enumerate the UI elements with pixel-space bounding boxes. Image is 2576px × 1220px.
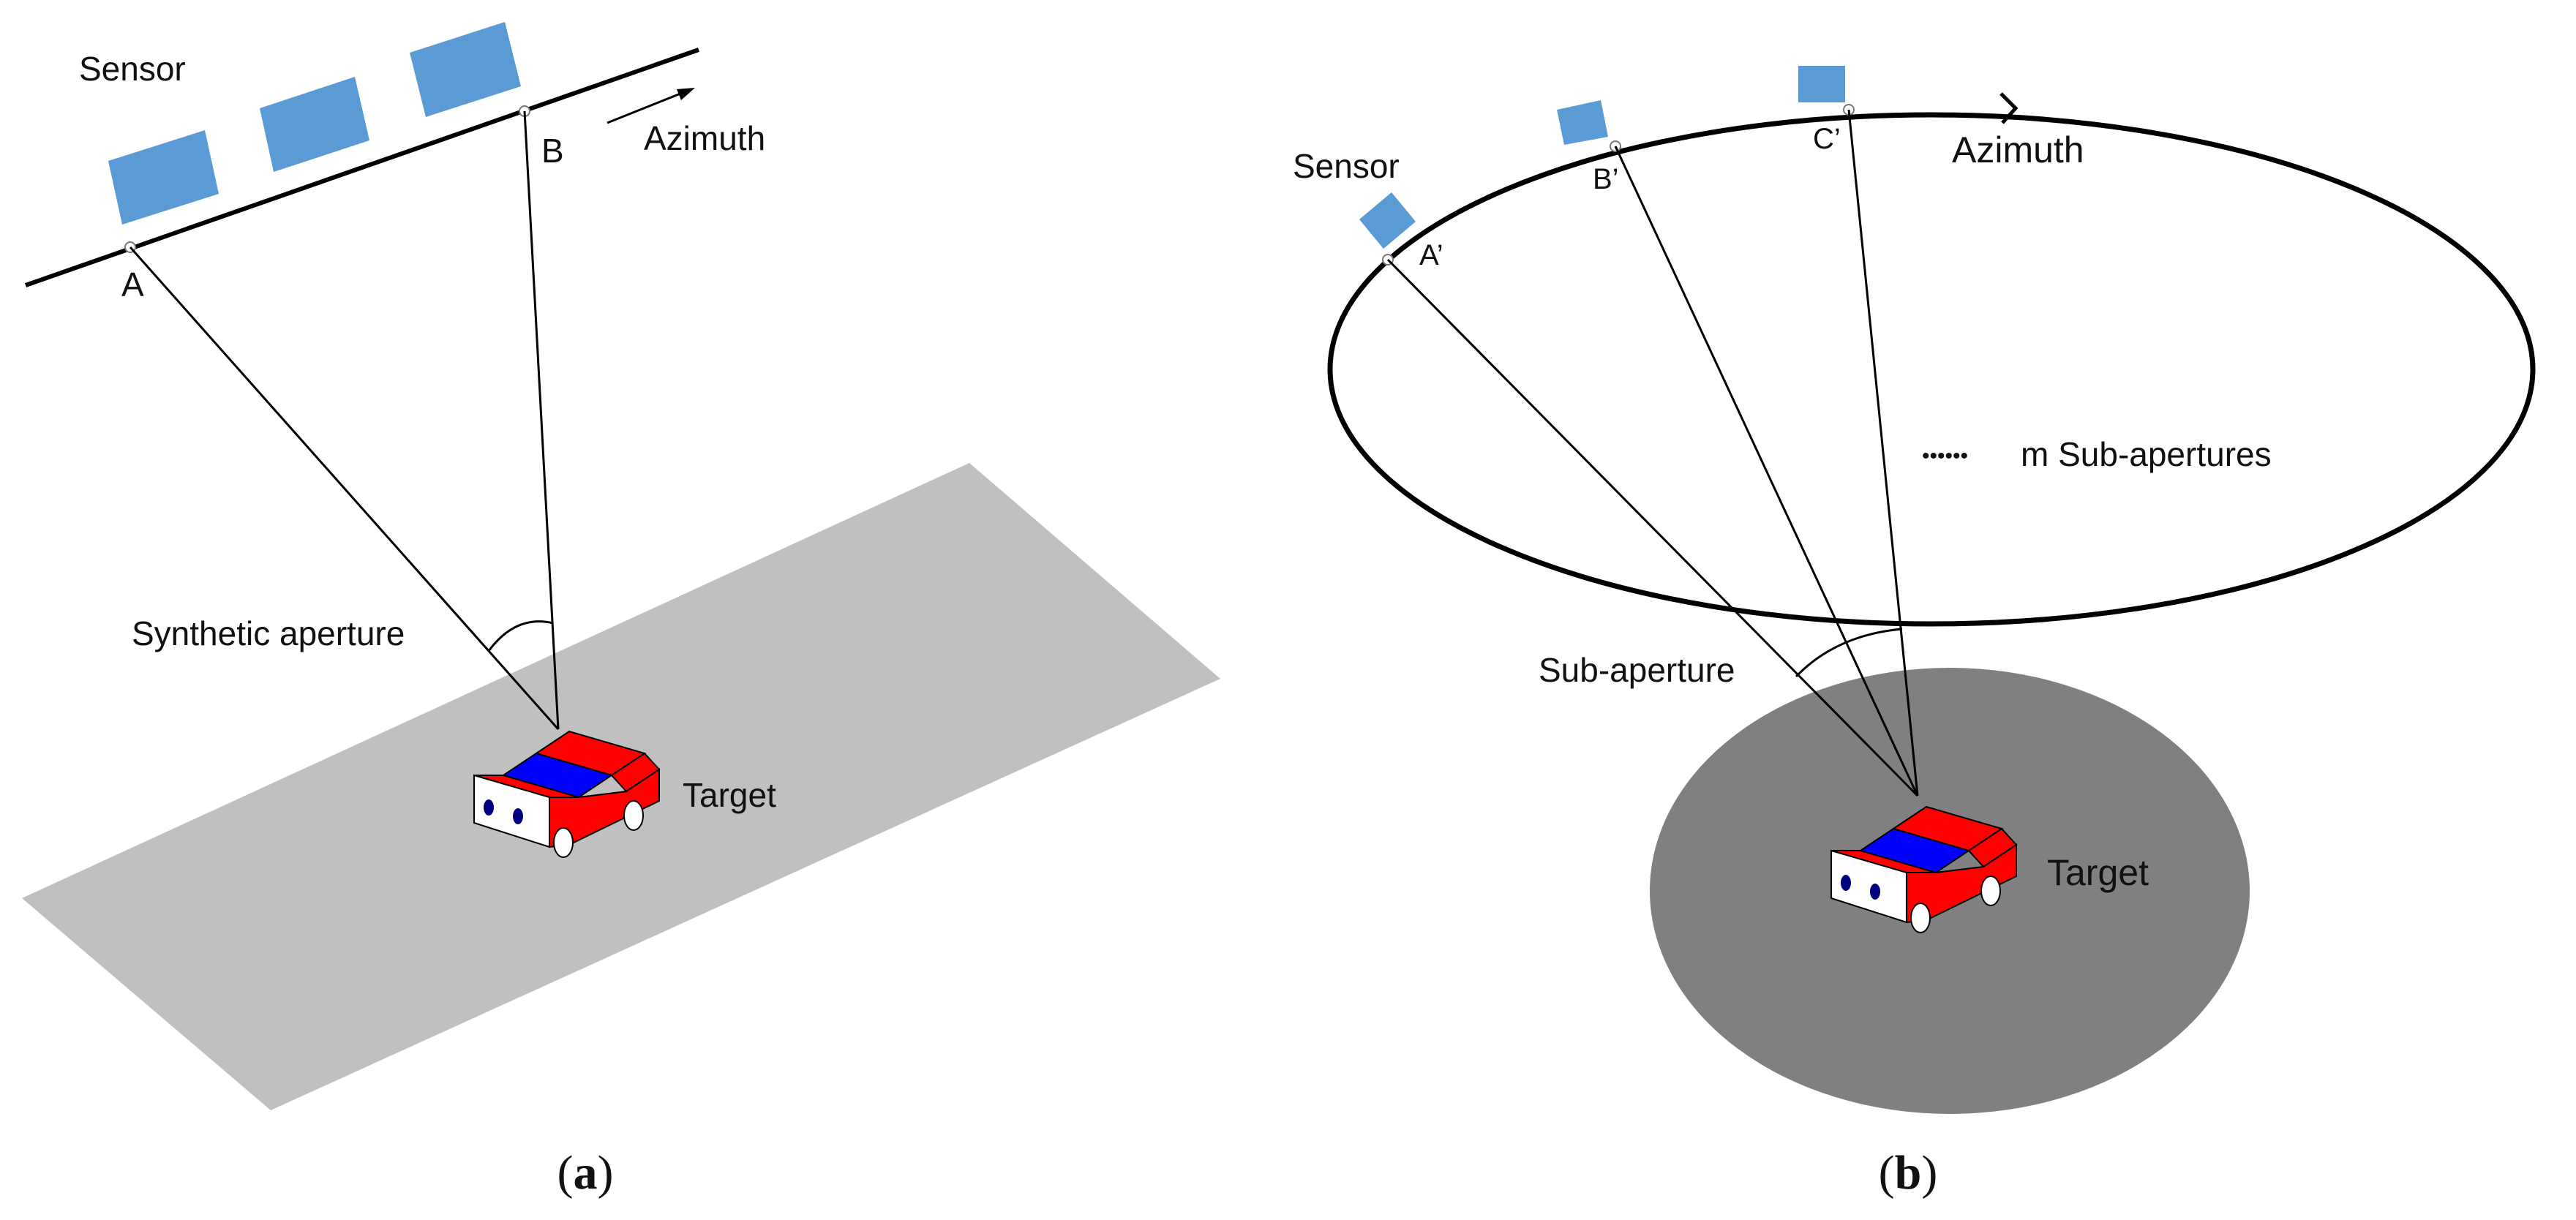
sub-aperture-label: Sub-aperture: [1539, 651, 1735, 689]
orbit-direction-arrow: [1999, 92, 2019, 124]
point-c-prime-label: C’: [1813, 123, 1841, 155]
point-b-prime-label: B’: [1593, 163, 1619, 195]
line-of-sight-b-prime: [1614, 146, 1919, 797]
target-label: Target: [2047, 852, 2149, 893]
synthetic-aperture-arc: [487, 620, 554, 652]
azimuth-label: Azimuth: [644, 119, 765, 157]
sub-apertures-label: m Sub-apertures: [2021, 435, 2272, 473]
point-a-prime-label: A’: [1419, 239, 1443, 271]
azimuth-arrow: [607, 91, 685, 124]
line-of-sight-a-prime: [1386, 258, 1919, 797]
line-of-sight-a: [129, 246, 560, 730]
sensor-icon: [1798, 66, 1845, 102]
line-of-sight-b: [523, 110, 560, 730]
sensor-icon: [1359, 192, 1416, 249]
sub-aperture-arc: [1795, 628, 1903, 678]
caption-a: (a): [557, 1146, 614, 1200]
line-of-sight-c-prime: [1847, 109, 1919, 797]
sensor-icon: [108, 130, 219, 225]
caption-b: (b): [1879, 1146, 1938, 1200]
sensor-icon: [410, 22, 521, 117]
point-a-label: A: [121, 266, 144, 304]
sensor-icon: [260, 77, 369, 172]
target-label: Target: [683, 776, 776, 814]
sensor-label: Sensor: [1293, 147, 1400, 185]
point-b-label: B: [541, 132, 564, 170]
synthetic-aperture-label: Synthetic aperture: [132, 614, 405, 652]
circular-orbit: [1327, 112, 2536, 627]
azimuth-label: Azimuth: [1952, 129, 2084, 170]
sensor-icon: [1557, 100, 1608, 145]
azimuth-arrowhead: [677, 88, 695, 100]
panel-b: Sensor A’ B’ C’ Azimuth •••••• m Sub-ape…: [1293, 66, 2536, 1200]
sensor-label: Sensor: [79, 50, 186, 88]
panel-a: Sensor A B Azimuth Synthetic aperture Ta…: [22, 22, 1220, 1200]
sub-apertures-dots: ••••••: [1922, 444, 1968, 468]
flight-path-line: [25, 48, 699, 287]
